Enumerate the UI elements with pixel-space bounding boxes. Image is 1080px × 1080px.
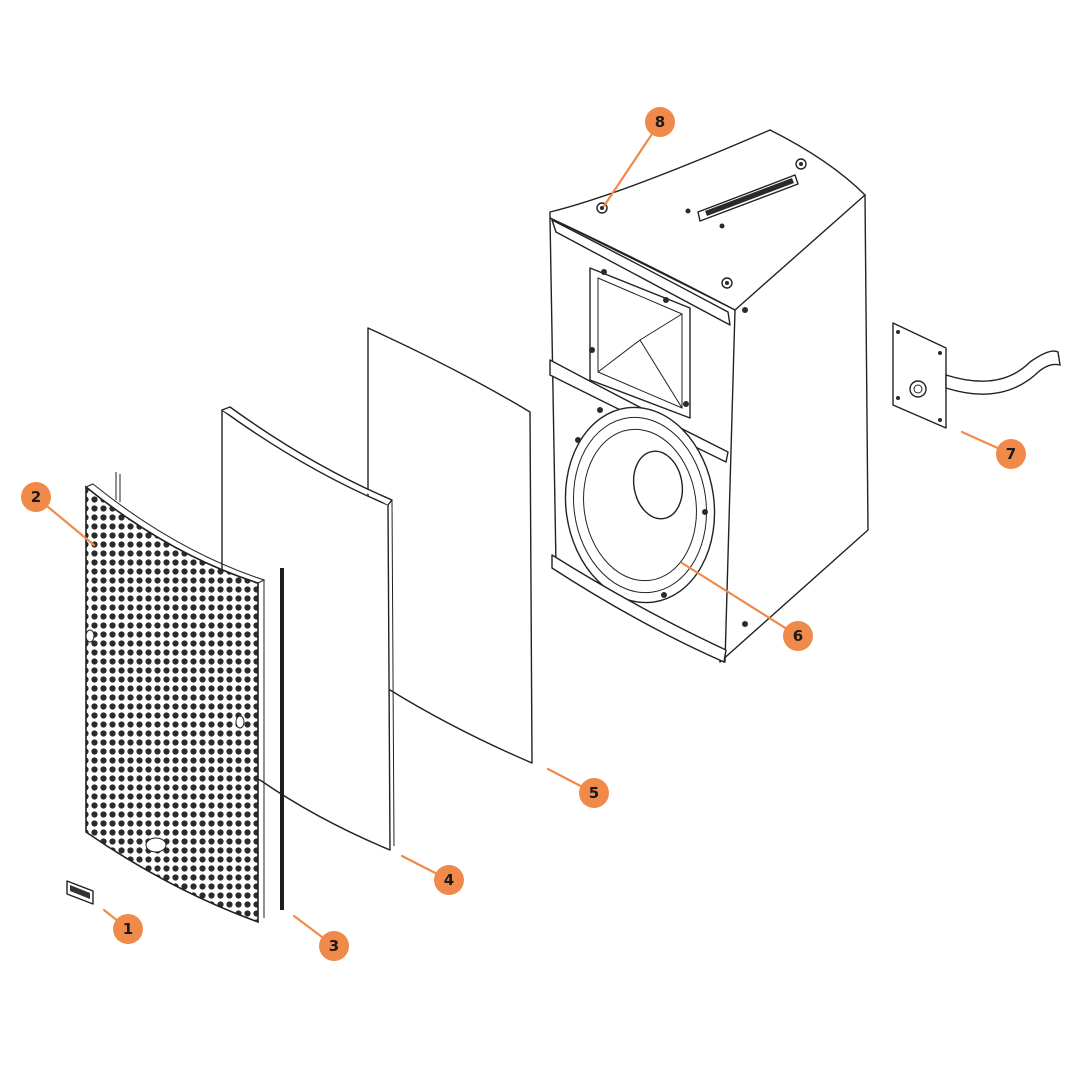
- callout-8: 8: [645, 107, 675, 137]
- gasket-strip-part: [280, 568, 284, 910]
- speaker-cabinet-part: [549, 129, 869, 663]
- callout-2-number: 2: [31, 488, 41, 506]
- callout-8-number: 8: [655, 113, 665, 131]
- cloth-sheet-part: [367, 327, 533, 764]
- leader-line: [680, 561, 800, 638]
- callout-6-number: 6: [793, 627, 803, 645]
- callout-4-number: 4: [444, 871, 454, 889]
- callout-5-number: 5: [589, 784, 599, 802]
- callout-3: 3: [319, 931, 349, 961]
- callout-4: 4: [434, 865, 464, 895]
- callout-1: 1: [113, 914, 143, 944]
- callout-1-number: 1: [123, 920, 133, 938]
- perforated-grille-part: [85, 472, 266, 924]
- leader-line: [602, 120, 662, 208]
- badge-logo-part: [66, 880, 94, 905]
- callout-6: 6: [783, 621, 813, 651]
- callout-3-number: 3: [329, 937, 339, 955]
- callout-7: 7: [996, 439, 1026, 469]
- callout-5: 5: [579, 778, 609, 808]
- callout-7-number: 7: [1006, 445, 1016, 463]
- connector-plate-part: [892, 322, 1061, 429]
- callout-2: 2: [21, 482, 51, 512]
